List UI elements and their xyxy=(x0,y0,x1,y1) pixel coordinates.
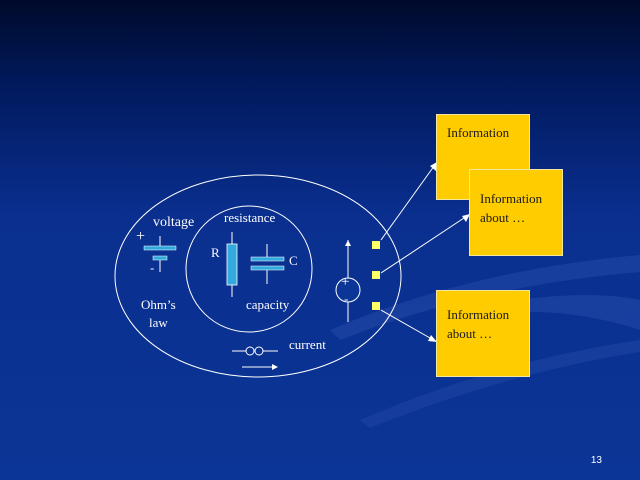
info-box-2[interactable]: Information about … xyxy=(469,169,563,256)
resistor-r-label: R xyxy=(211,245,220,260)
arrow-to-info-3 xyxy=(380,309,438,343)
arrow-to-info-2 xyxy=(380,213,471,274)
info-box-1-line1: Information xyxy=(447,125,510,140)
ohms-law-label-line2: law xyxy=(149,315,168,330)
battery-minus-label: - xyxy=(150,260,155,275)
info-box-3-line1: Information xyxy=(447,307,510,322)
current-meter-icon xyxy=(232,346,278,370)
inner-circle xyxy=(185,205,313,333)
info-box-2-line1: Information xyxy=(480,191,543,206)
battery-plus-label: + xyxy=(136,228,146,245)
info-box-3[interactable]: Information about … xyxy=(436,290,530,377)
info-box-2-line2: about … xyxy=(480,210,526,225)
capacitor-c-label: C xyxy=(289,253,298,268)
resistor-icon xyxy=(226,232,238,297)
connector-square-3[interactable] xyxy=(372,302,380,310)
source-plus-label: + xyxy=(341,274,350,290)
ohms-law-label-line1: Ohm’s xyxy=(141,297,176,312)
page-number: 13 xyxy=(590,455,602,466)
connector-square-2[interactable] xyxy=(372,271,380,279)
voltage-label: voltage xyxy=(153,215,195,230)
resistance-label: resistance xyxy=(224,210,276,225)
info-box-3-line2: about … xyxy=(447,326,493,341)
outer-ellipse xyxy=(114,174,402,378)
capacitor-icon xyxy=(250,244,285,284)
arrow-to-info-1 xyxy=(380,161,438,241)
battery-icon xyxy=(143,236,177,272)
current-label: current xyxy=(289,337,326,352)
capacity-label: capacity xyxy=(246,297,290,312)
source-minus-label: - xyxy=(344,291,349,306)
current-source-icon xyxy=(335,240,361,322)
connector-square-1[interactable] xyxy=(372,241,380,249)
